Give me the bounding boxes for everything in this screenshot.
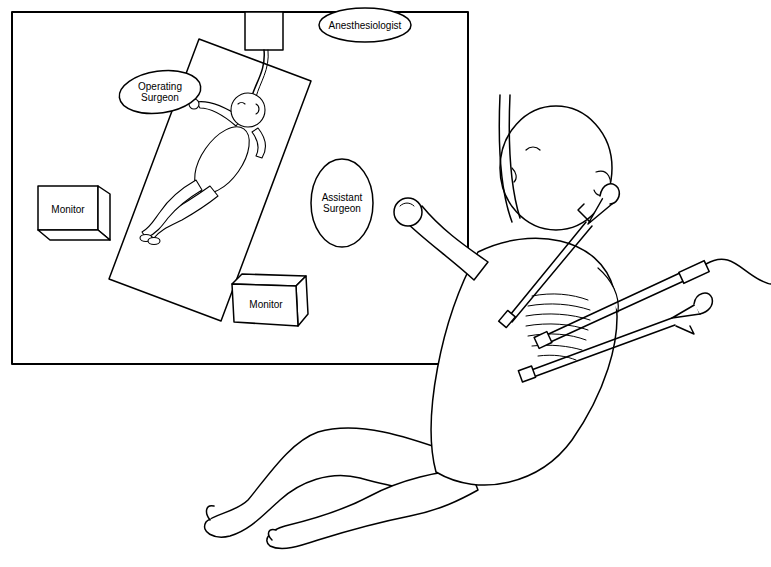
monitor-bottom <box>38 230 110 240</box>
role-oval: Anesthesiologist <box>318 7 412 43</box>
infant-ear <box>256 104 259 114</box>
node-label-area: Assistant Surgeon <box>316 168 368 238</box>
rib-line <box>528 304 590 310</box>
trocar-shaft <box>526 318 672 372</box>
trocar-shaft <box>544 280 686 345</box>
rib-line <box>532 294 588 300</box>
grasper-ring <box>600 184 619 204</box>
breathing-circuit <box>252 50 264 96</box>
node-label-area: Monitor <box>236 286 296 322</box>
monitor-box: Monitor <box>36 184 112 242</box>
infant-toes <box>269 530 276 540</box>
grasper-handle <box>578 204 590 222</box>
inset-frame <box>12 12 468 364</box>
node-label-area: Monitor <box>40 188 96 230</box>
infant-eye <box>238 103 245 105</box>
endotracheal-tube <box>509 95 520 218</box>
trocar-shaft <box>540 272 682 338</box>
node-label: Monitor <box>249 299 282 310</box>
breathing-circuit <box>256 50 268 97</box>
infant-torso <box>431 238 617 485</box>
infant-leg <box>142 180 202 238</box>
role-oval: Assistant Surgeon <box>310 158 374 248</box>
oval-outline <box>311 159 373 247</box>
camera-head <box>679 261 709 284</box>
oval-outline <box>116 65 203 118</box>
node-label: Monitor <box>51 204 84 215</box>
trocar-port <box>518 366 535 382</box>
grasper-handle <box>676 326 694 334</box>
infant-arm <box>598 268 618 312</box>
monitor-box: Monitor <box>230 272 310 328</box>
monitor-front <box>232 284 298 326</box>
node-label-area: Operating Surgeon <box>128 76 192 108</box>
node-label: Operating Surgeon <box>128 81 192 103</box>
infant-leg <box>267 470 478 548</box>
trocar-port <box>499 310 516 327</box>
node-label-area: Anesthesiologist <box>324 11 406 39</box>
infant-head <box>500 106 612 230</box>
infant-fist <box>394 198 422 226</box>
oval-outline <box>319 8 411 42</box>
trocar-port <box>534 332 552 349</box>
infant-head <box>231 93 265 127</box>
infant-foot <box>148 238 160 245</box>
infant-arm <box>252 128 265 158</box>
monitor-front <box>38 186 98 230</box>
grasper-ring <box>694 293 712 314</box>
role-oval: Operating Surgeon <box>118 70 202 114</box>
anesthesia-machine <box>245 12 283 50</box>
operating-table <box>109 39 311 321</box>
node-label: Assistant Surgeon <box>316 192 368 214</box>
infant-toes <box>207 506 214 520</box>
camera-cable <box>706 259 771 284</box>
infant-fingers <box>400 203 414 206</box>
trocar-shaft <box>506 222 586 320</box>
trocar-shaft <box>512 226 592 322</box>
infant-eye <box>526 147 540 150</box>
trocar-shaft <box>528 325 675 379</box>
node-label: Anesthesiologist <box>329 20 402 31</box>
